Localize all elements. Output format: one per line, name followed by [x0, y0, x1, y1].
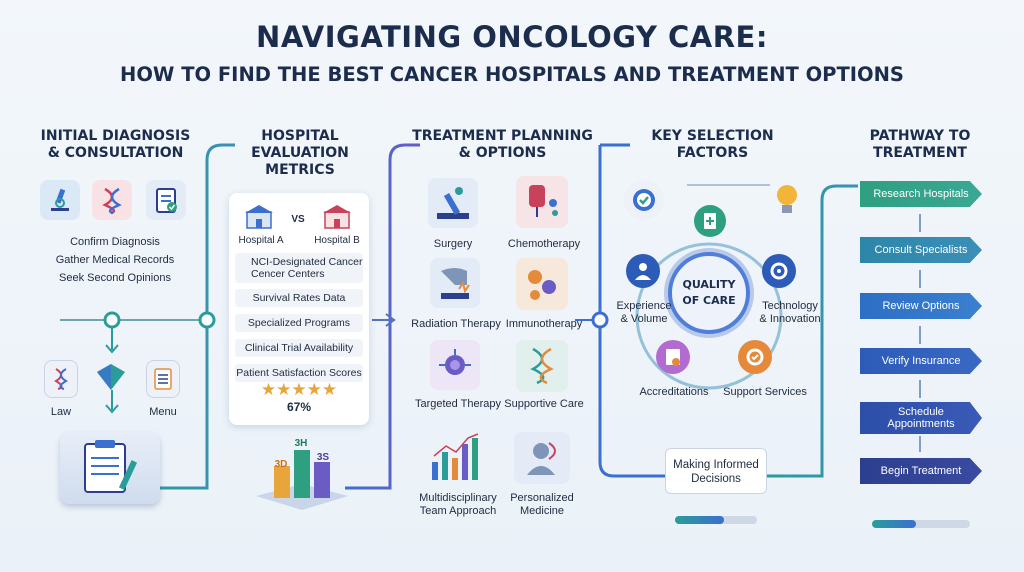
menu-label: Menu: [149, 406, 177, 418]
col5-heading-line2: TREATMENT: [873, 145, 967, 161]
personalized-medicine-icon: [514, 432, 570, 484]
decisions-progress-bar: [675, 516, 757, 524]
col2-heading-line3: METRICS: [265, 162, 335, 178]
gear-check-icon: [624, 180, 664, 220]
page-subtitle: HOW TO FIND THE BEST CANCER HOSPITALS AN…: [120, 63, 904, 86]
chart-label-b: 3S: [316, 452, 330, 463]
accreditation-certificate-icon: [656, 340, 690, 374]
col2-heading-line2: EVALUATION: [251, 145, 349, 161]
technology-label-2: & Innovation: [759, 313, 821, 325]
hospital-comparison-card: VS Hospital A Hospital B NCI-Designated …: [229, 193, 369, 425]
chemotherapy-label: Chemotherapy: [507, 238, 581, 250]
hospital-b-label: Hospital B: [314, 235, 360, 246]
step-schedule-appointments: Schedule Appointments: [860, 402, 982, 434]
step-begin-treatment: Begin Treatment: [860, 458, 982, 484]
support-services-gear-icon: [738, 340, 772, 374]
doctor-icon: [626, 254, 660, 288]
technology-label-1: Technology: [762, 300, 818, 312]
col1-heading: INITIAL DIAGNOSIS & CONSULTATION: [28, 128, 203, 162]
clipboard-icon: [146, 180, 186, 220]
satisfaction-percent: 67%: [286, 400, 312, 414]
decisions-label-2: Decisions: [691, 473, 741, 485]
step-consult-specialists: Consult Specialists: [860, 237, 982, 263]
col4-heading-line2: FACTORS: [676, 145, 749, 161]
step-research-hospitals: Research Hospitals: [860, 181, 982, 207]
surgery-label: Surgery: [433, 238, 473, 250]
col3-heading-line1: TREATMENT PLANNING: [412, 128, 593, 144]
informed-decisions-box: Making Informed Decisions: [665, 448, 767, 494]
team-chart-icon: [426, 432, 484, 484]
col2-heading-line1: HOSPITAL: [261, 128, 339, 144]
step-verify-insurance: Verify Insurance: [860, 348, 982, 374]
menu-checklist-icon: [146, 360, 180, 398]
col5-heading-line1: PATHWAY TO: [869, 128, 971, 144]
law-label: Law: [50, 406, 72, 418]
dna-icon: [92, 180, 132, 220]
lightbulb-icon: [770, 180, 804, 220]
chemotherapy-iv-icon: [516, 176, 568, 228]
immunotherapy-label: Immunotherapy: [505, 318, 583, 330]
chart-3d-label: 3D: [274, 459, 288, 470]
law-document-icon: [44, 360, 78, 398]
step-review-options: Review Options: [860, 293, 982, 319]
medical-records-icon: [60, 432, 160, 504]
support-services-label: Support Services: [723, 386, 807, 398]
medical-chart-icon: [694, 205, 726, 237]
supportive-care-dna-icon: [516, 340, 568, 392]
dna-gem-icon: [93, 362, 129, 392]
diagnosis-step-1: Confirm Diagnosis: [70, 236, 160, 248]
col4-heading: KEY SELECTION FACTORS: [625, 128, 800, 162]
satisfaction-stars: ★★★★★: [260, 380, 338, 399]
page-title: NAVIGATING ONCOLOGY CARE:: [256, 20, 768, 54]
radiation-machine-icon: [430, 258, 480, 308]
chart-label-a: 3H: [294, 438, 308, 449]
quality-label: QUALITY: [682, 278, 736, 291]
supportive-care-label: Supportive Care: [504, 398, 584, 410]
multidisciplinary-label-1: Multidisciplinary: [419, 492, 497, 504]
radiation-therapy-label: Radiation Therapy: [411, 318, 501, 330]
microscope-icon: [40, 180, 80, 220]
vs-label: VS: [291, 214, 305, 225]
col3-heading-line2: & OPTIONS: [458, 145, 547, 161]
col1-heading-line2: & CONSULTATION: [47, 145, 184, 161]
bar-chart-3d-icon: [252, 440, 352, 510]
experience-label-2: & Volume: [620, 313, 668, 325]
accreditations-label: Accreditations: [639, 386, 709, 398]
hospital-b-icon: [319, 203, 355, 231]
col4-heading-line1: KEY SELECTION: [651, 128, 774, 144]
technology-gear-icon: [762, 254, 796, 288]
col1-heading-line1: INITIAL DIAGNOSIS: [40, 128, 191, 144]
col5-heading: PATHWAY TO TREATMENT: [845, 128, 995, 162]
pathway-progress-fill: [872, 520, 917, 528]
metric-patient-satisfaction: Patient Satisfaction Scores: [235, 364, 363, 382]
col3-heading: TREATMENT PLANNING & OPTIONS: [405, 128, 600, 162]
surgery-robot-icon: [428, 178, 478, 228]
metric-nci-designated: NCI-Designated Cancer Cencer Centers: [235, 253, 363, 283]
experience-label-1: Experience: [616, 300, 672, 312]
personalized-label-2: Medicine: [519, 505, 565, 517]
immunotherapy-cells-icon: [516, 258, 568, 310]
metric-survival-rates: Survival Rates Data: [235, 289, 363, 307]
of-care-label: OF CARE: [682, 294, 736, 307]
diagnosis-step-3: Seek Second Opinions: [59, 272, 171, 284]
decisions-progress-fill: [675, 516, 725, 524]
pathway-progress-bar: [872, 520, 970, 528]
decisions-label-1: Making Informed: [673, 459, 759, 471]
multidisciplinary-label-2: Team Approach: [419, 505, 497, 517]
metric-clinical-trials: Clinical Trial Availability: [235, 339, 363, 357]
personalized-label-1: Personalized: [510, 492, 574, 504]
col2-heading: HOSPITAL EVALUATION METRICS: [230, 128, 370, 179]
metric-specialized-programs: Specialized Programs: [235, 314, 363, 332]
targeted-therapy-label: Targeted Therapy: [414, 398, 502, 410]
targeted-therapy-icon: [430, 340, 480, 390]
diagnosis-step-2: Gather Medical Records: [55, 254, 175, 266]
quality-of-care-hub: QUALITY OF CARE: [668, 252, 750, 334]
hospital-a-icon: [241, 203, 277, 231]
hospital-a-label: Hospital A: [238, 235, 284, 246]
